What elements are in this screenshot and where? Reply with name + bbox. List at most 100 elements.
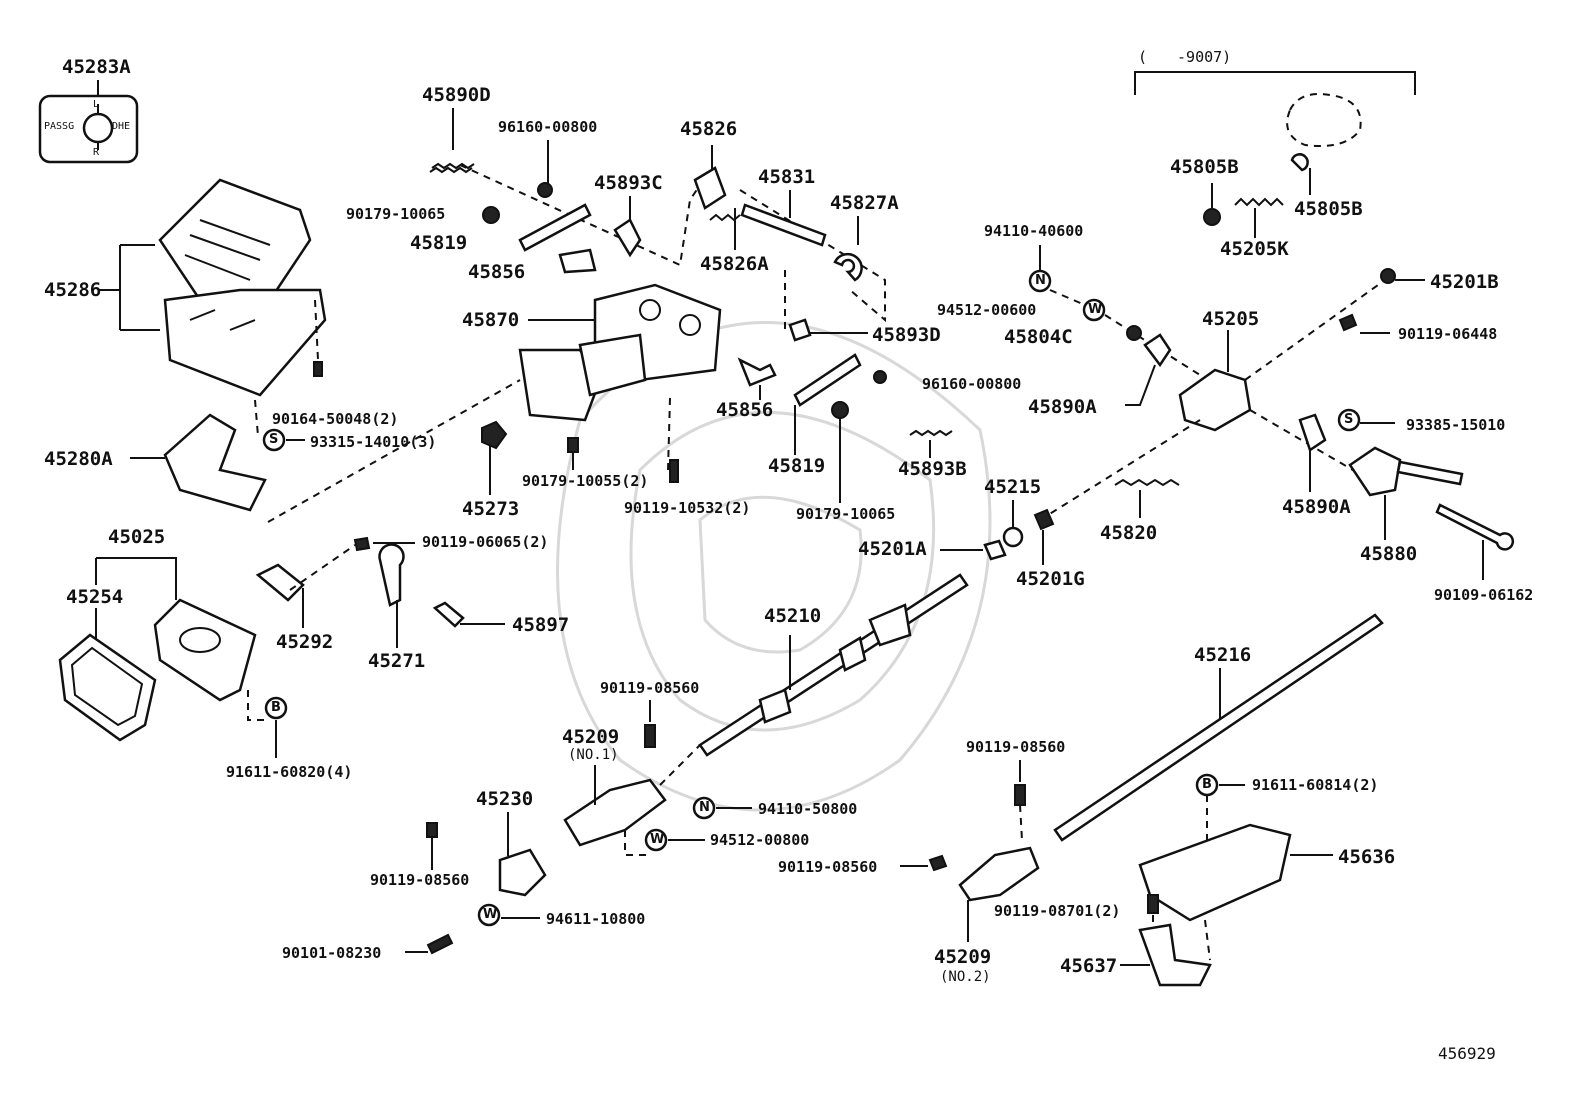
- plate-45025-drawing: [153, 598, 257, 702]
- bushing-45805Bb-drawing: [1290, 153, 1309, 172]
- label-94110-40600: 94110-40600: [984, 222, 1084, 240]
- spring-45890D-drawing: [429, 162, 475, 174]
- switch-45856b-drawing: [737, 357, 777, 387]
- gasket-inner: [70, 646, 144, 727]
- bolt-90119-06448-drawing: [1338, 313, 1358, 332]
- label-90119-08560-a: 90119-08560: [600, 679, 700, 697]
- bushing-45273-drawing: [481, 420, 508, 450]
- badge-S-1: [262, 428, 286, 452]
- label-45890A-a: 45890A: [1028, 396, 1097, 418]
- lever-45893C-drawing: [613, 218, 642, 258]
- bolt-90119-08560b-drawing: [426, 822, 438, 838]
- leader: [95, 557, 177, 600]
- nut-90179-drawing: [482, 206, 500, 224]
- washer-96160b-drawing: [873, 370, 887, 384]
- column-cover-drawing: [98, 178, 327, 437]
- label-93385-15010: 93385-15010: [1406, 416, 1506, 434]
- badge-B-1-text: B: [271, 700, 281, 715]
- label-45215: 45215: [984, 476, 1042, 498]
- plate-text-right: DHE: [112, 121, 131, 132]
- label-45209-a: 45209: [562, 726, 620, 748]
- bushing-45805Ba-drawing: [1203, 208, 1221, 226]
- clip-45827A-drawing: [833, 252, 863, 282]
- shaft-45210-drawing: [698, 573, 969, 757]
- guard-45636-drawing: [1138, 823, 1292, 922]
- bolt-90119-06065-drawing: [353, 536, 371, 552]
- label-90101-08230: 90101-08230: [282, 944, 382, 962]
- label-45831: 45831: [758, 166, 816, 188]
- label-45210: 45210: [764, 605, 822, 627]
- label-45230: 45230: [476, 788, 534, 810]
- badge-W-3: [477, 903, 501, 927]
- nut-90179-10055-drawing: [567, 437, 579, 453]
- shaft-45216-drawing: [1053, 613, 1384, 842]
- badge-B-2-text: B: [1202, 777, 1212, 792]
- label-45893D: 45893D: [872, 324, 941, 346]
- label-no1: (NO.1): [568, 747, 619, 763]
- bracket-45280A-drawing: [130, 379, 521, 523]
- label-45819-a: 45819: [410, 232, 468, 254]
- label-45286: 45286: [44, 279, 102, 301]
- label-45856-b: 45856: [716, 399, 774, 421]
- plate-text-left: PASSG: [44, 121, 75, 132]
- label-45856-a: 45856: [468, 261, 526, 283]
- label-90119-08560-c: 90119-08560: [966, 738, 1066, 756]
- lever-grip-drawing: [1396, 460, 1464, 486]
- nut-90179b-drawing: [831, 401, 849, 419]
- label-45273: 45273: [462, 498, 520, 520]
- drawing-number: 456929: [1438, 1044, 1496, 1063]
- range-bracket-drawing: [1134, 71, 1416, 147]
- label-45636: 45636: [1338, 846, 1396, 868]
- watermark: [556, 320, 992, 812]
- knob-90109-drawing: [1435, 503, 1515, 551]
- label-45897: 45897: [512, 614, 570, 636]
- label-45201A: 45201A: [858, 538, 927, 560]
- badge-W-1: [1082, 298, 1106, 322]
- label-94512-00800: 94512-00800: [710, 831, 810, 849]
- label-45820: 45820: [1100, 522, 1158, 544]
- badge-W-2: [644, 828, 668, 852]
- badge-W-1-text: W: [1088, 302, 1103, 317]
- label-90119-10532: 90119-10532(2): [624, 499, 751, 517]
- label-91611-60814: 91611-60814(2): [1252, 776, 1379, 794]
- range-note: ( -9007): [1138, 48, 1232, 66]
- lever-45893D-drawing: [788, 318, 812, 342]
- label-45805B-a: 45805B: [1170, 156, 1239, 178]
- washer-45804C-drawing: [1126, 325, 1142, 341]
- label-45209-b: 45209: [934, 946, 992, 968]
- lever-45890Ab-drawing: [1298, 413, 1327, 452]
- label-45201B: 45201B: [1430, 271, 1499, 293]
- gasket-45254-drawing: [58, 633, 157, 742]
- label-94512-00600: 94512-00600: [937, 301, 1037, 319]
- plate-45826-drawing: [693, 166, 727, 210]
- bearing-45201A-drawing: [983, 539, 1007, 561]
- badge-S-2: [1337, 408, 1361, 432]
- spring-45205K-drawing: [1234, 197, 1284, 207]
- label-90179-10055: 90179-10055(2): [522, 472, 649, 490]
- spring-45893B-drawing: [909, 429, 953, 437]
- label-90119-06448: 90119-06448: [1398, 325, 1498, 343]
- label-45893B: 45893B: [898, 458, 967, 480]
- label-91611-60820: 91611-60820(4): [226, 763, 353, 781]
- label-no2: (NO.2): [940, 969, 991, 985]
- label-45283A: 45283A: [62, 56, 131, 78]
- label-45893C: 45893C: [594, 172, 663, 194]
- label-45025: 45025: [108, 526, 166, 548]
- label-94611-10800: 94611-10800: [546, 910, 646, 928]
- label-45201G: 45201G: [1016, 568, 1085, 590]
- badge-S-2-text: S: [1344, 412, 1354, 427]
- bolt-90119-08701-drawing: [1147, 894, 1159, 914]
- leader: [1125, 364, 1156, 406]
- plate-text-top: L: [93, 99, 100, 110]
- badge-N-2: [692, 796, 716, 820]
- label-45880: 45880: [1360, 543, 1418, 565]
- bolt-90119-08560a-drawing: [644, 724, 656, 748]
- switch-45856-drawing: [558, 248, 597, 274]
- bracket-45637-drawing: [1138, 923, 1212, 987]
- plate-45819-drawing: [518, 203, 592, 252]
- label-45271: 45271: [368, 650, 426, 672]
- bracket-45271-drawing: [378, 543, 405, 607]
- label-45819-b: 45819: [768, 455, 826, 477]
- plate-45819b-drawing: [793, 353, 862, 407]
